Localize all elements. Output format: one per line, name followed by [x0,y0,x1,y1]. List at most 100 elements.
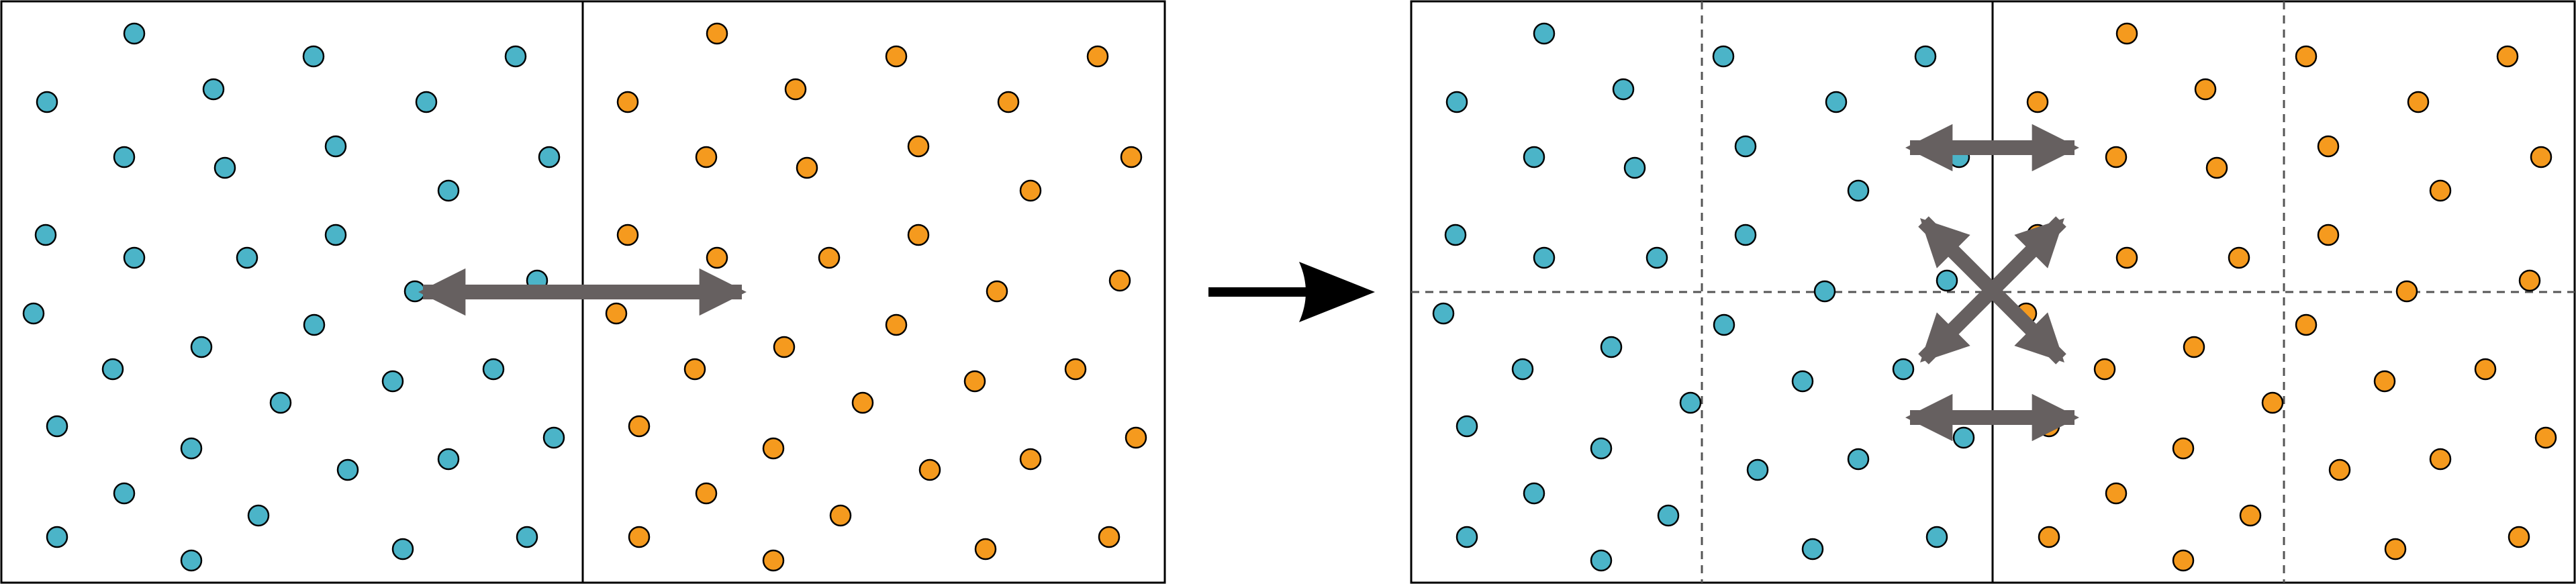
particle [180,549,203,572]
particle [1108,269,1131,292]
particle [2026,91,2049,113]
particle [706,22,728,45]
particle [123,246,146,269]
particle [2317,135,2340,158]
particle [542,426,565,449]
particle [1734,224,1757,246]
particle [605,302,628,325]
particle [303,313,326,336]
particle [1892,358,1915,381]
particle [683,358,706,381]
particle [2534,426,2557,449]
particle [202,78,225,101]
particle [113,482,136,505]
particle [1445,91,1468,113]
particle [1590,437,1613,460]
particle [324,135,347,158]
particle [336,458,359,481]
particle [1064,358,1087,381]
particle [415,91,438,113]
particles-right-orange [2015,22,2557,572]
particle [2295,313,2318,336]
particle [516,526,538,548]
particle [2183,336,2205,358]
particle [36,91,58,113]
particle [974,538,997,561]
particles-left-blue [1432,22,1975,572]
particle [1019,448,1042,471]
particle [1444,224,1467,246]
particle [1925,526,1948,548]
particle [1623,156,1646,179]
particle [2328,458,2351,481]
particle [1019,179,1042,202]
particle [706,246,728,269]
particle [34,224,57,246]
particle [1590,549,1613,572]
particle [2429,179,2452,202]
particle [918,458,941,481]
particle [437,448,460,471]
particle [269,391,292,414]
particle [796,156,818,179]
particle [616,91,639,113]
particle [2496,45,2519,68]
particle [1847,179,1870,202]
particle [213,156,236,179]
particle [46,415,68,438]
particle [2172,549,2195,572]
particle [829,504,852,527]
particle [963,370,986,393]
particle [247,504,270,527]
particle [762,549,785,572]
particle [1533,22,1556,45]
particle [1086,45,1109,68]
particle [22,302,45,325]
particle [1801,538,1824,561]
particle [2384,538,2407,561]
particle [2373,370,2396,393]
exchange-arrow-diagonal-up-left [1918,216,2066,364]
particle [695,146,718,168]
particle [885,45,908,68]
particle [2395,280,2418,303]
particles-right-orange [605,22,1147,572]
particle [101,358,124,381]
particle [123,22,146,45]
particle [907,135,930,158]
particle [851,391,874,414]
particle [616,224,639,246]
particle [2105,146,2128,168]
particle [1523,146,1545,168]
particle [2429,448,2452,471]
particle [2038,526,2060,548]
particle [1825,91,1848,113]
particle [1712,45,1735,68]
particle [2317,224,2340,246]
particle [1612,78,1635,101]
particle [762,437,785,460]
particle [784,78,807,101]
particle [2474,358,2497,381]
particle [907,224,930,246]
particle [2228,246,2250,269]
particle [818,246,841,269]
particle [1456,415,1478,438]
particle [1098,526,1120,548]
particle [1125,426,1147,449]
particle [997,91,1020,113]
particle [628,526,651,548]
particle [773,336,796,358]
particle [2194,78,2217,101]
right-arrow-icon [1208,262,1375,322]
particle [482,358,505,381]
particle [1713,313,1735,336]
particle [628,415,651,438]
particle [2115,246,2138,269]
particle [236,246,258,269]
particle [538,146,561,168]
panel-after [1410,0,2576,584]
particle [1679,391,1702,414]
